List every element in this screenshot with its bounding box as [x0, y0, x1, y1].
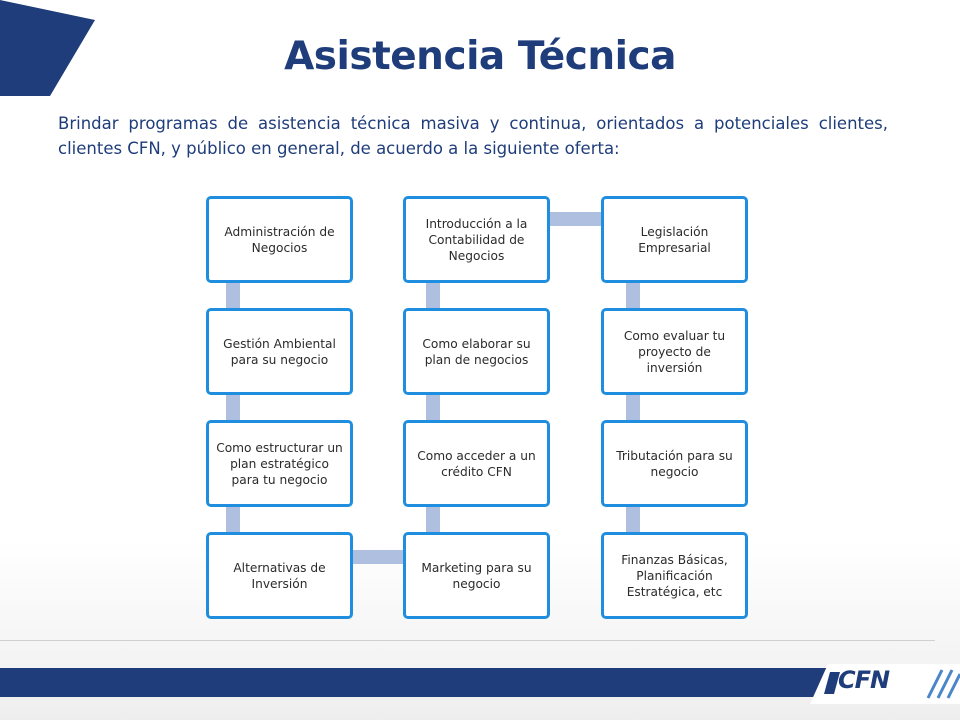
connector [626, 283, 640, 311]
node-credito-cfn: Como acceder a un crédito CFN [403, 420, 550, 507]
connector [226, 395, 240, 423]
connector [426, 395, 440, 423]
node-tributacion: Tributación para su negocio [601, 420, 748, 507]
header-decoration [0, 0, 100, 99]
cfn-logo: CFN [838, 666, 890, 694]
cfn-logo-background [810, 664, 960, 704]
node-legislacion-empresarial: Legislación Empresarial [601, 196, 748, 283]
footer-bar [0, 668, 960, 697]
connector [226, 507, 240, 535]
node-administracion-negocios: Administración de Negocios [206, 196, 353, 283]
node-contabilidad-negocios: Introducción a la Contabilidad de Negoci… [403, 196, 550, 283]
node-plan-negocios: Como elaborar su plan de negocios [403, 308, 550, 395]
connector [426, 283, 440, 311]
connector [426, 507, 440, 535]
node-marketing: Marketing para su negocio [403, 532, 550, 619]
connector [626, 395, 640, 423]
connector [626, 507, 640, 535]
node-evaluar-proyecto: Como evaluar tu proyecto de inversión [601, 308, 748, 395]
node-alternativas-inversion: Alternativas de Inversión [206, 532, 353, 619]
connector [550, 212, 606, 226]
node-finanzas-basicas: Finanzas Básicas, Planificación Estratég… [601, 532, 748, 619]
connector [350, 550, 406, 564]
node-plan-estrategico: Como estructurar un plan estratégico par… [206, 420, 353, 507]
node-gestion-ambiental: Gestión Ambiental para su negocio [206, 308, 353, 395]
page-title: Asistencia Técnica [284, 34, 676, 79]
page-subtitle: Brindar programas de asistencia técnica … [58, 114, 888, 158]
footer-divider [0, 640, 935, 641]
connector [226, 283, 240, 311]
